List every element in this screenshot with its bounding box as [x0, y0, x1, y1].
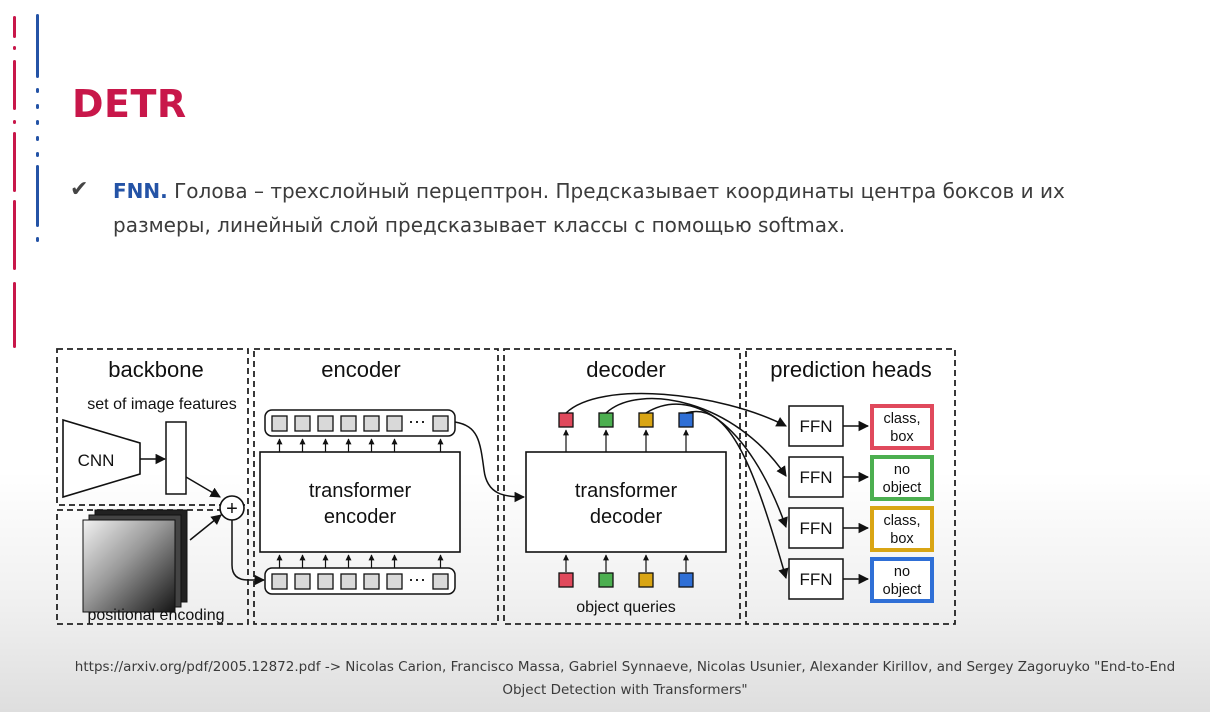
encoder-output-token: [386, 415, 403, 432]
transformer-decoder-block: [525, 451, 727, 553]
svg-text:⋯: ⋯: [408, 570, 426, 590]
encoder-label-1: transformer: [309, 480, 412, 502]
encoder-input-tokens-frame: [264, 567, 456, 595]
bullet-keyword: FNN.: [113, 179, 168, 203]
encoder-output-token: [271, 415, 288, 432]
decoder-output-embeddings: [558, 412, 694, 452]
prediction-heads-frame: [745, 348, 956, 625]
decoder-header: decoder: [586, 357, 666, 382]
prediction-output-box: [870, 506, 934, 552]
transformer-encoder-block: [259, 451, 461, 553]
encoder-input-token: [363, 573, 380, 590]
decoder-output-embedding: [638, 412, 654, 428]
encoder-header: encoder: [321, 357, 401, 382]
object-query-embeddings: [558, 554, 694, 588]
checkmark-icon: ✔: [70, 176, 89, 201]
prediction-head: FFN no object: [788, 455, 934, 501]
decoder-output-embedding: [678, 412, 694, 428]
prediction-output-box: [870, 557, 934, 603]
prediction-output-box: [870, 455, 934, 501]
encoder-output-token: [294, 415, 311, 432]
object-query-embedding: [678, 572, 694, 588]
svg-text:⋯: ⋯: [408, 412, 426, 432]
feature-map: [165, 421, 187, 495]
ffn-label: FFN: [799, 468, 832, 487]
decoder-label-1: transformer: [575, 480, 678, 502]
encoder-input-token: [294, 573, 311, 590]
cnn-trapezoid: [62, 418, 141, 499]
object-query-embedding: [638, 572, 654, 588]
prediction-output-line-1: class,: [883, 411, 920, 427]
prediction-output-line-1: class,: [883, 513, 920, 529]
positional-encoding-label: positional encoding: [88, 607, 225, 624]
bullet-text: FNN. Голова – трехслойный перцептрон. Пр…: [113, 174, 1143, 242]
citation: https://arxiv.org/pdf/2005.12872.pdf -> …: [40, 656, 1210, 702]
prediction-output-line-1: no: [894, 564, 910, 580]
backbone-frame: [56, 348, 249, 506]
backbone-header: backbone: [108, 357, 203, 382]
encoder-output-tokens: [271, 415, 449, 432]
object-query-embedding: [558, 572, 574, 588]
positional-encoding-image: [82, 519, 176, 613]
bullet-line-1: Голова – трехслойный перцептрон. Предска…: [167, 179, 1065, 203]
citation-line-2: Object Detection with Transformers": [502, 682, 748, 698]
prediction-output-line-2: object: [883, 480, 922, 496]
decoder-output-embedding: [598, 412, 614, 428]
ffn-label: FFN: [799, 570, 832, 589]
encoder-input-token: [386, 573, 403, 590]
encoder-input-token: [432, 573, 449, 590]
encoder-output-token: [432, 415, 449, 432]
encoder-output-token: [317, 415, 334, 432]
prediction-head: FFN class, box: [788, 506, 934, 552]
ffn-label: FFN: [799, 519, 832, 538]
prediction-output-line-1: no: [894, 462, 910, 478]
decoder-to-ffn-arrows: [565, 392, 789, 580]
encoder-input-tokens: [271, 573, 449, 590]
decoder-label-2: decoder: [590, 506, 663, 528]
prediction-output-box: [870, 404, 934, 450]
citation-line-1: https://arxiv.org/pdf/2005.12872.pdf -> …: [74, 659, 1176, 675]
cnn-label: CNN: [78, 451, 115, 470]
ffn-label: FFN: [799, 417, 832, 436]
encoder-output-tokens-frame: [264, 409, 456, 437]
bullet-line-2: размеры, линейный слой предсказывает кла…: [113, 213, 846, 237]
encoder-input-token: [340, 573, 357, 590]
encoder-output-token: [363, 415, 380, 432]
prediction-head: FFN no object: [788, 557, 934, 603]
prediction-head: FFN class, box: [788, 404, 934, 450]
encoder-output-token: [340, 415, 357, 432]
object-query-embedding: [598, 572, 614, 588]
object-queries-label: object queries: [576, 599, 676, 616]
encoder-input-token: [317, 573, 334, 590]
image-features-label: set of image features: [87, 396, 236, 413]
encoder-label-2: encoder: [324, 506, 397, 528]
prediction-output-line-2: object: [883, 582, 922, 598]
ffn-box: [788, 405, 844, 447]
slide-title: DETR: [72, 82, 187, 126]
encoder-frame: [253, 348, 499, 625]
encoder-input-token: [271, 573, 288, 590]
prediction-heads-header: prediction heads: [770, 357, 931, 382]
svg-text:+: +: [226, 498, 238, 520]
encoder-arrows: [276, 438, 444, 568]
ffn-box: [788, 456, 844, 498]
decoder-output-embedding: [558, 412, 574, 428]
decoder-frame: [503, 348, 741, 625]
prediction-output-line-2: box: [890, 531, 914, 547]
prediction-output-line-2: box: [890, 429, 914, 445]
